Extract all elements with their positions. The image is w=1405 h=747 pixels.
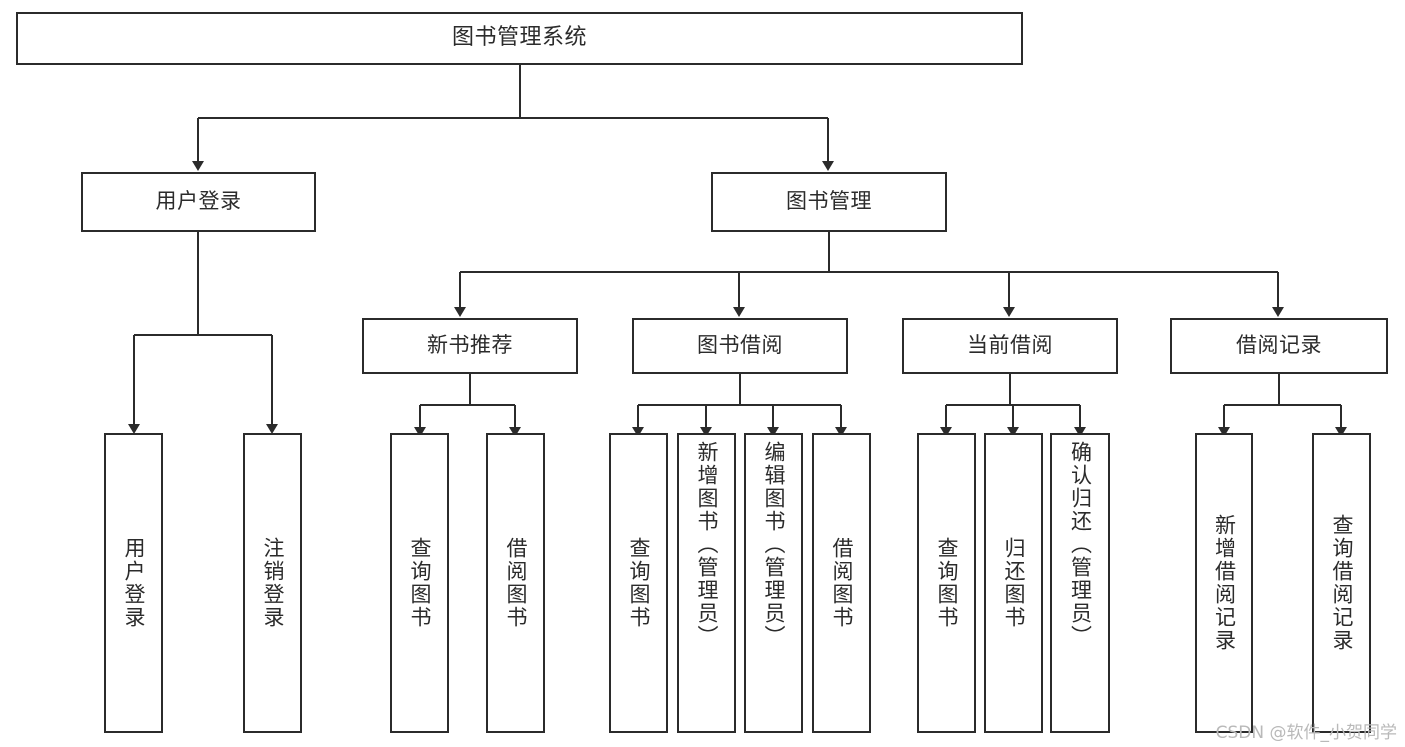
node-label: 借阅记录 [1236, 333, 1322, 358]
node-label: 新书推荐 [427, 333, 513, 358]
leaf-user-login[interactable]: 用户登录 [104, 433, 163, 733]
node-label: 新增借阅记录 [1212, 514, 1237, 652]
leaf-query-book-current[interactable]: 查询图书 [917, 433, 976, 733]
node-label: 查询图书 [935, 537, 959, 629]
node-label: 用户登录 [155, 189, 242, 214]
node-label: 查询借阅记录 [1330, 514, 1354, 652]
node-label: 新增图书（管理员） [695, 441, 719, 648]
node-label: 借阅图书 [830, 537, 854, 629]
node-label: 图书借阅 [697, 333, 783, 358]
node-label: 用户登录 [122, 537, 146, 629]
node-label: 图书管理系统 [451, 25, 587, 51]
leaf-logout[interactable]: 注销登录 [243, 433, 302, 733]
node-book-borrow[interactable]: 图书借阅 [632, 318, 848, 374]
node-label: 查询图书 [408, 537, 432, 629]
leaf-add-book-admin[interactable]: 新增图书（管理员） [677, 433, 736, 733]
leaf-add-borrow-record[interactable]: 新增借阅记录 [1195, 433, 1253, 733]
leaf-query-book-new[interactable]: 查询图书 [390, 433, 449, 733]
node-borrow-record[interactable]: 借阅记录 [1170, 318, 1388, 374]
leaf-borrow-book[interactable]: 借阅图书 [812, 433, 871, 733]
leaf-query-borrow-record[interactable]: 查询借阅记录 [1312, 433, 1371, 733]
node-label: 借阅图书 [504, 537, 528, 629]
node-user-login[interactable]: 用户登录 [81, 172, 316, 232]
node-label: 图书管理 [786, 189, 872, 214]
leaf-edit-book-admin[interactable]: 编辑图书（管理员） [744, 433, 803, 733]
node-label: 编辑图书（管理员） [762, 441, 786, 648]
node-label: 注销登录 [261, 537, 285, 629]
node-label: 归还图书 [1002, 537, 1026, 629]
node-root-system[interactable]: 图书管理系统 [16, 12, 1023, 65]
leaf-return-book[interactable]: 归还图书 [984, 433, 1043, 733]
node-new-book-recommend[interactable]: 新书推荐 [362, 318, 578, 374]
node-label: 确认归还（管理员） [1068, 441, 1093, 648]
leaf-confirm-return-admin[interactable]: 确认归还（管理员） [1050, 433, 1110, 733]
node-label: 查询图书 [627, 537, 651, 629]
leaf-borrow-book-new[interactable]: 借阅图书 [486, 433, 545, 733]
leaf-query-book-borrow[interactable]: 查询图书 [609, 433, 668, 733]
node-current-borrow[interactable]: 当前借阅 [902, 318, 1118, 374]
node-book-management[interactable]: 图书管理 [711, 172, 947, 232]
node-label: 当前借阅 [967, 333, 1053, 358]
